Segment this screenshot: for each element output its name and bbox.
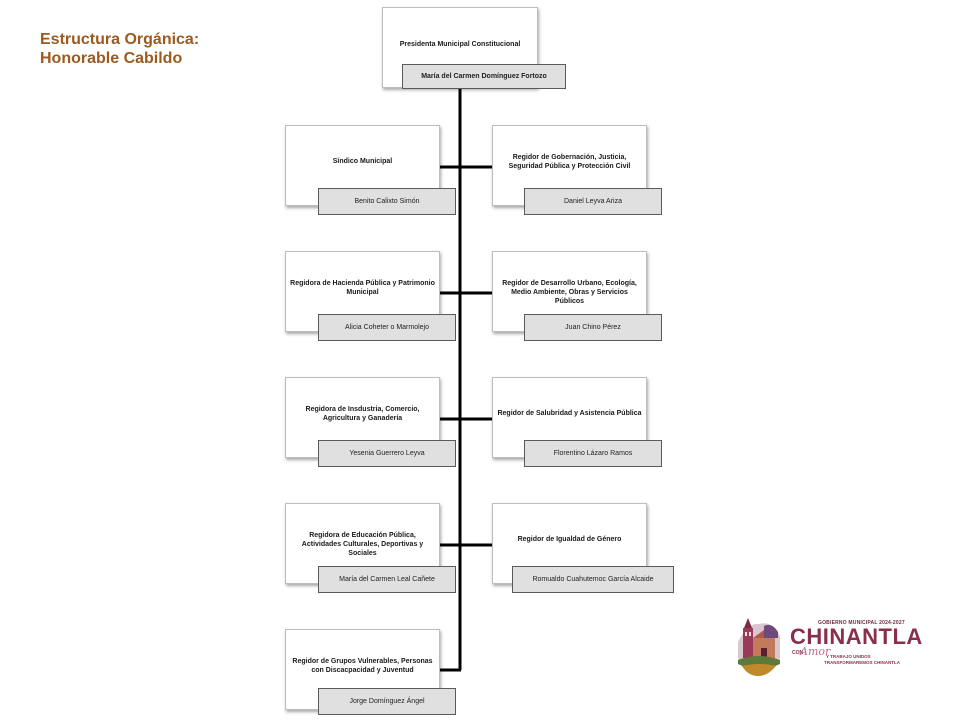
logo-tagline-2: TRANSFORMAREMOS CHINANTLA: [824, 660, 900, 665]
node-name-regidor-igualdad: Romualdo Cuahutemoc García Alcaide: [512, 566, 674, 593]
logo-con-text: CON: [792, 650, 804, 656]
heading-line-1: Estructura Orgánica:: [40, 31, 200, 48]
chinantla-government-logo: GOBIERNO MUNICIPAL 2024-2027 CHINANTLA C…: [734, 612, 930, 678]
page-heading: Estructura Orgánica: Honorable Cabildo: [40, 30, 199, 68]
node-name-regidora-industria: Yesenia Guerrero Leyva: [318, 440, 456, 467]
node-role: Síndico Municipal: [332, 158, 393, 165]
node-role: Presidenta Municipal Constitucional: [399, 41, 521, 48]
node-name-regidor-salubridad: Florentino Lázaro Ramos: [524, 440, 662, 467]
node-role: Regidora de Hacienda Pública y Patrimoni…: [290, 280, 435, 296]
logo-brand-name: CHINANTLA: [790, 624, 923, 649]
node-role: Regidor de Salubridad y Asistencia Públi…: [497, 410, 642, 417]
node-role: Regidora de Educación Pública, Actividad…: [301, 532, 424, 557]
heading-line-2: Honorable Cabildo: [40, 50, 183, 67]
node-name-regidor-gobernacion: Daniel Leyva Ariza: [524, 188, 662, 215]
logo-tagline-1: Y TRABAJO UNIDOS: [826, 654, 871, 659]
node-name-regidor-desarrollo-urbano: Juan Chino Pérez: [524, 314, 662, 341]
logo-government-line: GOBIERNO MUNICIPAL 2024-2027: [818, 620, 905, 626]
node-name-regidora-hacienda: Alicia Coheter o Marmolejo: [318, 314, 456, 341]
node-name-presidenta: María del Carmen Domínguez Fortozo: [402, 64, 566, 89]
node-role: Regidor de Desarrollo Urbano, Ecología, …: [502, 280, 637, 305]
node-role: Regidor de Grupos Vulnerables, Personas …: [292, 658, 433, 674]
node-name-regidor-grupos-vulnerables: Jorge Domínguez Ángel: [318, 688, 456, 715]
node-name-regidora-educacion: María del Carmen Leal Cañete: [318, 566, 456, 593]
node-name-sindico: Benito Calixto Simón: [318, 188, 456, 215]
node-role: Regidor de Igualdad de Género: [517, 536, 622, 543]
logo-amor-text: Amor: [800, 645, 831, 658]
node-role: Regidor de Gobernación, Justicia, Seguri…: [508, 154, 631, 170]
church-emblem-icon: [738, 618, 780, 676]
node-role: Regidora de Insdustria, Comercio, Agricu…: [305, 406, 420, 422]
